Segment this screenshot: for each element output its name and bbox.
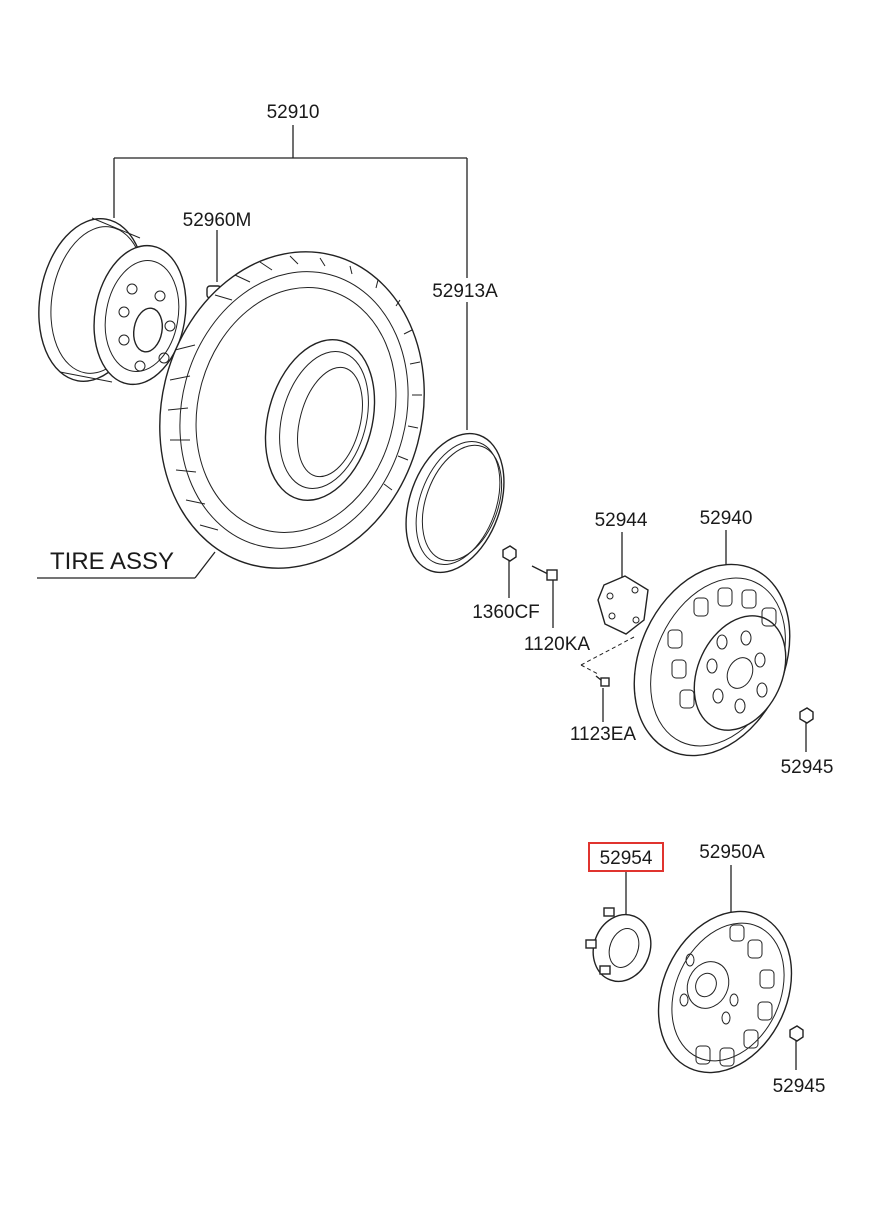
wheel-rim <box>38 217 187 386</box>
bolt-1120ka <box>531 565 558 581</box>
label-bracket[interactable]: 52944 <box>595 510 648 531</box>
wheel-cover-upper <box>633 563 791 757</box>
label-nut-right-1[interactable]: 52945 <box>781 757 834 778</box>
label-screw[interactable]: 1123EA <box>570 724 637 745</box>
label-nut-right-2[interactable]: 52945 <box>773 1076 826 1097</box>
bracket-52944 <box>597 575 649 635</box>
label-wheel-cover-lower[interactable]: 52950A <box>699 842 765 863</box>
rim-band <box>405 432 505 574</box>
screw-1123ea <box>595 675 610 687</box>
label-valve[interactable]: 52960M <box>183 210 252 231</box>
wheel-cover-lower <box>657 910 793 1074</box>
label-wheel-assy[interactable]: 52910 <box>267 102 320 123</box>
label-tire-assy[interactable]: TIRE ASSY <box>50 548 174 575</box>
nut-52945-lower <box>789 1025 804 1042</box>
label-rim-band[interactable]: 52913A <box>432 281 498 302</box>
label-cap-bracket[interactable]: 52954 <box>600 848 653 869</box>
label-wheel-cover[interactable]: 52940 <box>700 508 753 529</box>
label-nut-small[interactable]: 1360CF <box>472 602 540 623</box>
label-bolt[interactable]: 1120KA <box>524 634 591 655</box>
cap-bracket-52954 <box>585 907 652 983</box>
tire <box>159 251 425 569</box>
leader-lines <box>37 125 807 1070</box>
nut-1360cf <box>502 545 517 562</box>
highlight-box <box>588 842 664 872</box>
nut-52945-upper <box>799 707 814 724</box>
